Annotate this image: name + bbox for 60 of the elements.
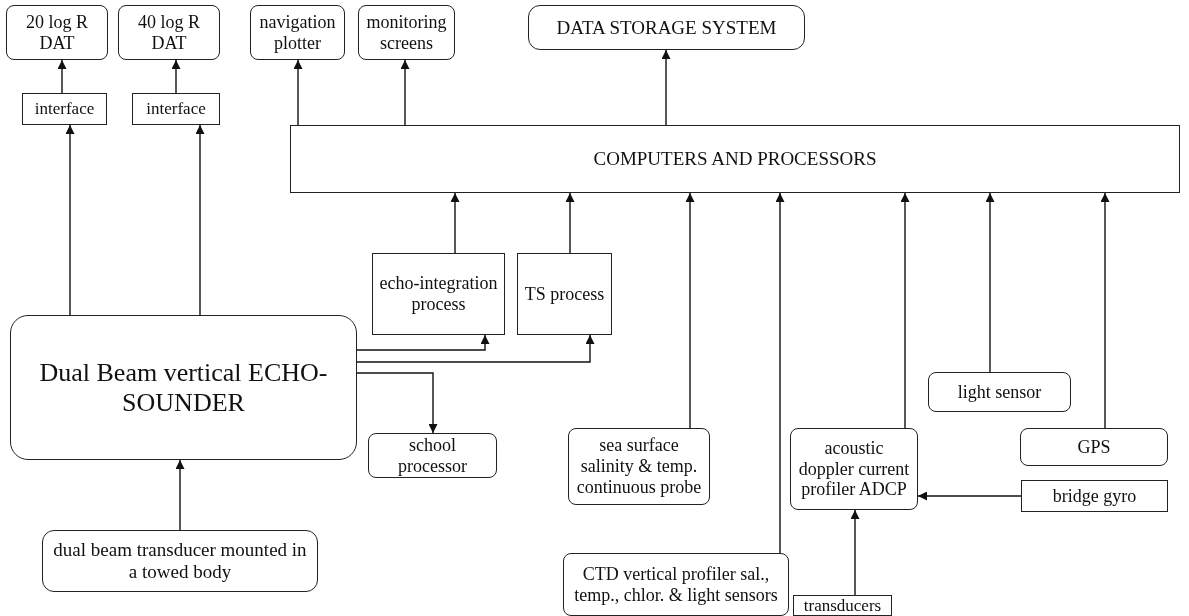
node-label: 40 log R DAT — [137, 11, 201, 54]
process-box — [368, 433, 497, 478]
process-box — [528, 5, 805, 50]
process-box — [6, 5, 108, 60]
node-label: light sensor — [957, 381, 1042, 403]
node-label: CTD vertical profiler sal., temp., chlor. & light sensors — [573, 563, 779, 606]
arrow — [57, 59, 67, 94]
arrow — [293, 59, 303, 126]
arrow — [685, 192, 695, 429]
arrow — [400, 59, 410, 126]
node-label: bridge gyro — [1052, 485, 1137, 507]
arrow — [356, 372, 438, 434]
process-box — [358, 5, 455, 60]
arrow — [450, 192, 460, 254]
node-label: acoustic doppler current profiler ADCP — [797, 437, 911, 501]
process-box — [928, 372, 1071, 412]
process-box — [1020, 428, 1168, 466]
arrow — [985, 192, 995, 373]
process-box — [250, 5, 345, 60]
arrow — [1100, 192, 1110, 429]
node-label: sea surface salinity & temp. continuous probe — [575, 435, 703, 498]
node-label: TS process — [524, 283, 605, 305]
process-box — [790, 428, 918, 510]
node-label: navigation plotter — [258, 11, 337, 54]
arrow — [356, 334, 595, 363]
node-label: echo-integration process — [378, 273, 499, 315]
process-box — [793, 595, 892, 616]
arrow — [900, 192, 910, 429]
node-label: transducers — [803, 595, 882, 616]
process-box — [22, 93, 107, 125]
process-box — [42, 530, 318, 592]
process-box — [563, 553, 789, 616]
node-label: DATA STORAGE SYSTEM — [556, 16, 777, 39]
process-box — [372, 253, 505, 335]
arrow — [917, 491, 1022, 501]
arrow — [850, 509, 860, 596]
process-box — [118, 5, 220, 60]
arrow — [175, 459, 185, 531]
node-label: 20 log R DAT — [25, 11, 89, 54]
process-box — [10, 315, 357, 460]
arrow — [171, 59, 181, 94]
process-box — [568, 428, 710, 505]
arrow — [661, 49, 671, 126]
node-label: Dual Beam vertical ECHO-SOUNDER — [38, 357, 329, 418]
node-label: COMPUTERS AND PROCESSORS — [593, 148, 877, 170]
node-label: GPS — [1077, 436, 1111, 458]
node-label: school processor — [397, 434, 468, 477]
node-label: dual beam transducer mounted in a towed body — [52, 539, 308, 583]
node-label: interface — [146, 99, 206, 119]
arrow — [65, 124, 75, 316]
node-label: monitoring screens — [365, 11, 448, 54]
arrow — [775, 192, 785, 554]
processor-bar — [290, 125, 1180, 193]
node-label: interface — [34, 99, 95, 119]
process-box — [1021, 480, 1168, 512]
arrow — [356, 334, 490, 351]
process-box — [517, 253, 612, 335]
arrow — [565, 192, 575, 254]
arrow — [195, 124, 205, 316]
process-box — [132, 93, 220, 125]
